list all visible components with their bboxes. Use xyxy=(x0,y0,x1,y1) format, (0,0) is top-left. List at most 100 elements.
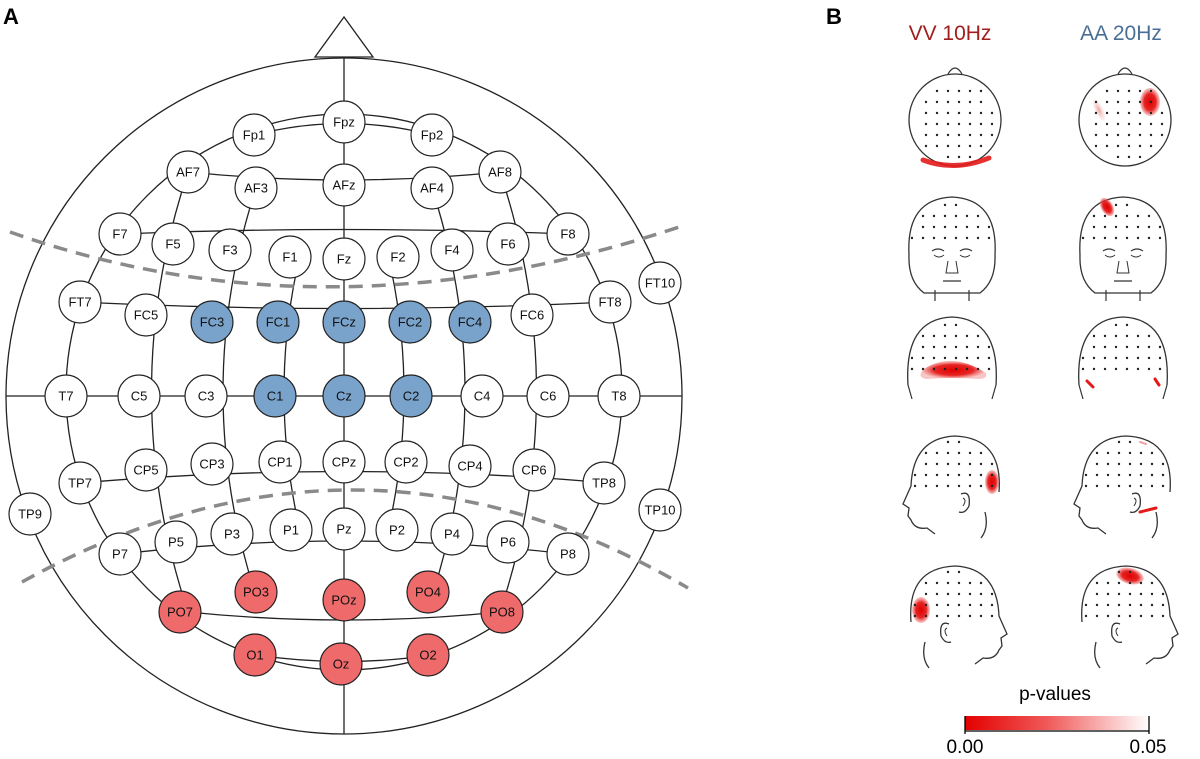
sensor-dot xyxy=(968,133,972,137)
sensor-dot xyxy=(946,100,950,104)
electrode-p5: P5 xyxy=(154,520,198,564)
electrode-label: PO7 xyxy=(167,605,193,620)
electrode-circle xyxy=(430,228,474,272)
electrode-label: TP9 xyxy=(18,507,42,522)
sensor-dot xyxy=(943,345,947,349)
sensor-dot xyxy=(954,334,958,338)
panel-a-label: A xyxy=(3,4,19,29)
sensor-dot xyxy=(1161,462,1165,466)
sensor-dot xyxy=(1147,225,1151,229)
sensor-dot xyxy=(1125,356,1129,360)
electrode-label: P7 xyxy=(112,547,128,562)
sensor-dot xyxy=(943,367,947,371)
electrode-circle xyxy=(322,507,366,551)
sensor-dot xyxy=(1103,367,1107,371)
sensor-dot xyxy=(1161,614,1165,618)
sensor-dot xyxy=(924,451,928,455)
sensor-dot xyxy=(990,122,994,126)
sensor-dot xyxy=(979,144,983,148)
sensor-dot xyxy=(1125,236,1129,240)
electrode-c3: C3 xyxy=(184,374,228,418)
sensor-dot xyxy=(943,225,947,229)
electrode-label: C5 xyxy=(131,389,148,404)
sensor-dot xyxy=(990,484,994,488)
electrode-label: CP2 xyxy=(393,455,418,470)
sensor-dot xyxy=(910,236,914,240)
sensor-dot xyxy=(968,155,972,159)
sensor-dot xyxy=(1128,614,1132,618)
sensor-dot xyxy=(943,203,947,207)
sensor-dot xyxy=(946,603,950,607)
sensor-dot xyxy=(935,100,939,104)
electrode-circle xyxy=(322,237,366,281)
sensor-dot xyxy=(979,100,983,104)
sensor-dot xyxy=(1117,570,1121,574)
sensor-dot xyxy=(1106,462,1110,466)
sensor-dot xyxy=(1127,100,1131,104)
electrode-circle xyxy=(234,166,278,210)
electrode-label: TP8 xyxy=(592,476,616,491)
electrode-f1: F1 xyxy=(268,235,312,279)
sensor-dot xyxy=(968,614,972,618)
sensor-dot xyxy=(1106,603,1110,607)
sensor-dot xyxy=(1136,367,1140,371)
sensor-dot xyxy=(1116,111,1120,115)
sensor-dot xyxy=(1094,100,1098,104)
electrode-circle xyxy=(384,440,428,484)
electrode-p1: P1 xyxy=(269,508,313,552)
electrode-dots xyxy=(1094,89,1164,159)
sensor-dot xyxy=(1114,225,1118,229)
sensor-dot xyxy=(965,225,969,229)
topomap-aa-front xyxy=(1079,196,1167,301)
electrode-label: PO4 xyxy=(415,585,441,600)
sensor-dot xyxy=(1136,236,1140,240)
sensor-dot xyxy=(990,614,994,618)
sensor-dot xyxy=(957,155,961,159)
electrode-circle xyxy=(124,293,168,337)
sensor-dot xyxy=(976,345,980,349)
sensor-dot xyxy=(1150,484,1154,488)
sensor-dot xyxy=(968,144,972,148)
electrode-label: C3 xyxy=(198,389,215,404)
electrode-ft7: FT7 xyxy=(58,280,102,324)
sensor-dot xyxy=(1147,345,1151,349)
sensor-dot xyxy=(921,225,925,229)
sensor-dot xyxy=(1114,323,1118,327)
sensor-dot xyxy=(921,356,925,360)
electrode-label: T7 xyxy=(58,389,73,404)
sensor-dot xyxy=(1092,367,1096,371)
sensor-dot xyxy=(1139,592,1143,596)
sensor-dot xyxy=(1138,133,1142,137)
sensor-dot xyxy=(932,225,936,229)
electrode-fp1: Fp1 xyxy=(232,113,276,157)
electrode-dots xyxy=(910,323,991,371)
sensor-dot xyxy=(932,236,936,240)
electrode-label: PO8 xyxy=(489,605,515,620)
electrode-cp3: CP3 xyxy=(190,442,234,486)
sensor-dot xyxy=(1103,225,1107,229)
colorbar-title: p-values xyxy=(1019,684,1091,705)
sensor-dot xyxy=(1103,334,1107,338)
electrode-circle xyxy=(430,512,474,556)
electrode-cpz: CPz xyxy=(322,440,366,484)
sensor-dot xyxy=(924,473,928,477)
electrode-circle xyxy=(322,163,366,207)
electrode-f5: F5 xyxy=(151,222,195,266)
sensor-dot xyxy=(946,111,950,115)
sensor-dot xyxy=(968,581,972,585)
electrode-label: C2 xyxy=(403,389,420,404)
sensor-dot xyxy=(987,367,991,371)
electrode-p6: P6 xyxy=(486,520,530,564)
sensor-dot xyxy=(1160,133,1164,137)
electrode-label: FT8 xyxy=(598,295,621,310)
sensor-dot xyxy=(987,236,991,240)
sensor-dot xyxy=(1150,451,1154,455)
electrode-fc5: FC5 xyxy=(124,293,168,337)
sensor-dot xyxy=(1114,345,1118,349)
electrode-circle xyxy=(98,212,142,256)
electrode-p8: P8 xyxy=(546,532,590,576)
sensor-dot xyxy=(1138,144,1142,148)
electrode-ft10: FT10 xyxy=(638,261,682,305)
sensor-dot xyxy=(1116,144,1120,148)
sensor-dot xyxy=(935,111,939,115)
